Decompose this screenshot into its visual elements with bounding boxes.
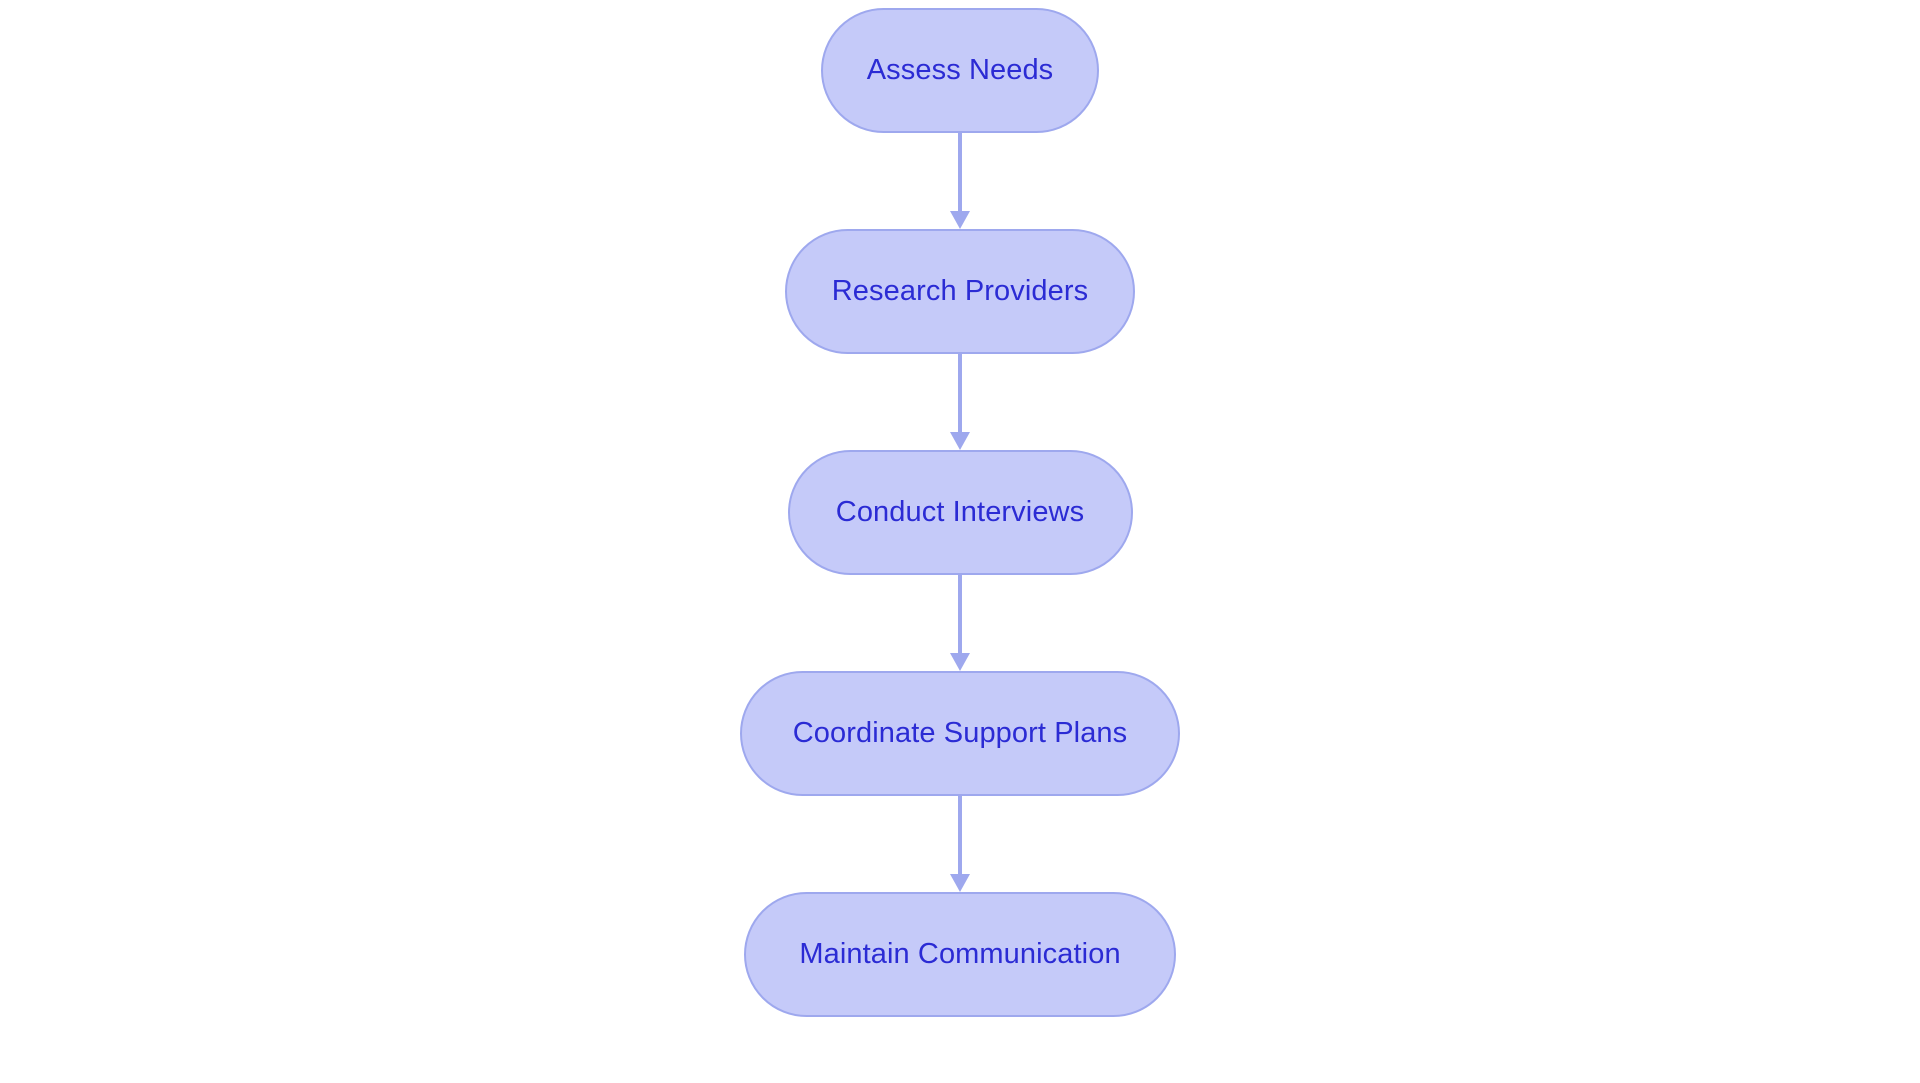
arrow-head-icon xyxy=(950,874,970,892)
flow-node-label: Research Providers xyxy=(831,275,1089,307)
flow-node-coordinate-support-plans[interactable]: Coordinate Support Plans xyxy=(740,671,1180,796)
flow-node-assess-needs[interactable]: Assess Needs xyxy=(821,8,1099,133)
flow-arrow-conduct-interviews-to-coordinate-support-plans xyxy=(948,575,972,671)
arrow-head-icon xyxy=(950,432,970,450)
arrow-head-icon xyxy=(950,211,970,229)
flow-arrow-research-providers-to-conduct-interviews xyxy=(948,354,972,450)
flow-node-research-providers[interactable]: Research Providers xyxy=(785,229,1135,354)
flow-node-label: Conduct Interviews xyxy=(835,496,1085,528)
flow-node-maintain-communication[interactable]: Maintain Communication xyxy=(744,892,1176,1017)
flow-node-label: Assess Needs xyxy=(866,54,1054,86)
arrow-line xyxy=(958,575,962,653)
flow-arrow-assess-needs-to-research-providers xyxy=(948,133,972,229)
flow-arrow-coordinate-support-plans-to-maintain-communication xyxy=(948,796,972,892)
flow-node-conduct-interviews[interactable]: Conduct Interviews xyxy=(787,450,1133,575)
arrow-line xyxy=(958,796,962,874)
arrow-line xyxy=(958,354,962,432)
arrow-line xyxy=(958,133,962,211)
flow-node-label: Maintain Communication xyxy=(799,938,1121,970)
flow-node-label: Coordinate Support Plans xyxy=(792,717,1128,749)
arrow-head-icon xyxy=(950,653,970,671)
